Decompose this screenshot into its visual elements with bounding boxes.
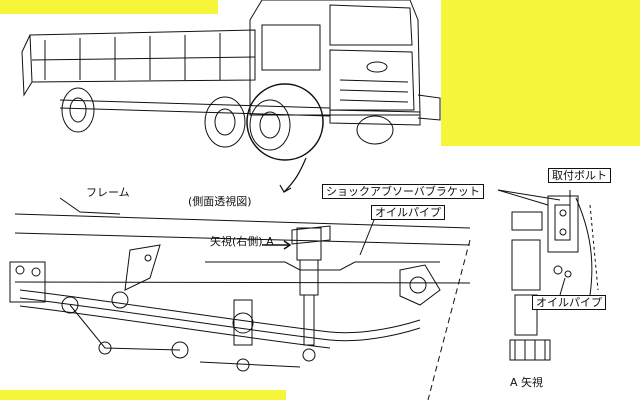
arrow-view-text: 矢視(右側): [210, 235, 263, 248]
oil-pipe-label-detail: オイルパイプ: [532, 295, 606, 310]
side-view-label: (側面透視図): [188, 195, 252, 208]
callout-arrow: [279, 157, 307, 193]
view-a-label: A 矢視: [510, 376, 544, 389]
shock-bracket-label: ショックアブソーバブラケット: [322, 184, 484, 199]
truck-illustration: [21, 0, 441, 161]
detail-view-a: [497, 189, 599, 361]
highlight-bottom-left: [0, 390, 286, 400]
mount-bolt-label: 取付ボルト: [548, 168, 611, 183]
frame-label: フレーム: [86, 186, 130, 199]
side-view-drawing: [9, 197, 471, 400]
highlight-top-left: [0, 0, 218, 14]
oil-pipe-label-main: オイルパイプ: [371, 205, 445, 220]
arrow-letter: A: [266, 235, 274, 248]
highlight-top-right: [441, 0, 640, 146]
arrow-view-label: 矢視(右側) A: [210, 236, 274, 247]
